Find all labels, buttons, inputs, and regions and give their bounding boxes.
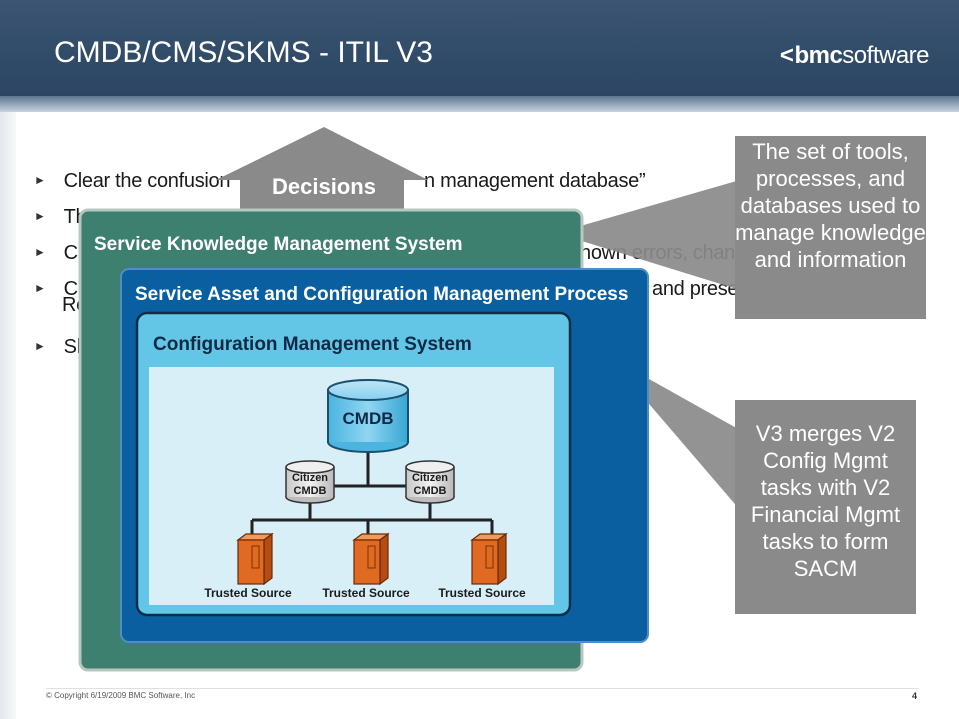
trusted-source-server-icon bbox=[236, 532, 274, 586]
slide-header bbox=[0, 0, 959, 112]
bullet-arrow-icon: ► bbox=[34, 281, 46, 295]
bullet-fragment-management-database: n management database” bbox=[424, 170, 646, 192]
page-number: 4 bbox=[912, 691, 918, 701]
left-stripe bbox=[0, 112, 16, 719]
citizen-cmdb-label-line1: Citizen bbox=[412, 472, 448, 484]
citizen-cmdb-label-line2: CMDB bbox=[414, 485, 447, 497]
cms-label: Configuration Management System bbox=[153, 334, 472, 355]
trusted-source-label: Trusted Source bbox=[322, 586, 410, 600]
decisions-arrow bbox=[216, 127, 428, 212]
citizen-cmdb-cylinder-icon bbox=[285, 460, 335, 504]
note-skms-definition: The set of tools, processes, and databas… bbox=[735, 136, 926, 319]
trusted-source-label: Trusted Source bbox=[204, 586, 292, 600]
logo-bmc-text: bmc bbox=[794, 42, 843, 69]
bullet-text: Cl bbox=[63, 278, 83, 300]
footer-copyright: © Copyright 6/19/2009 BMC Software, Inc bbox=[46, 691, 196, 700]
decisions-label: Decisions bbox=[272, 174, 376, 199]
cmdb-cylinder-icon bbox=[327, 379, 409, 453]
bullet-item: ► Cl bbox=[34, 242, 82, 265]
bullet-item: ► Clear the confusion bbox=[34, 170, 231, 193]
skms-label: Service Knowledge Management System bbox=[94, 234, 463, 255]
citizen-cmdb-cylinder-icon bbox=[405, 460, 455, 504]
trusted-source-server-icon bbox=[470, 532, 508, 586]
slide-title: CMDB/CMS/SKMS - ITIL V3 bbox=[54, 36, 433, 69]
logo-mark-icon: < bbox=[779, 42, 794, 69]
bmc-software-logo: <bmcsoftware bbox=[779, 42, 930, 70]
citizen-cmdb-label-line1: Citizen bbox=[292, 472, 328, 484]
trusted-source-label: Trusted Source bbox=[438, 586, 526, 600]
trusted-source-server-icon bbox=[352, 532, 390, 586]
citizen-cmdb-label-line2: CMDB bbox=[294, 485, 327, 497]
bullet-arrow-icon: ► bbox=[34, 173, 46, 187]
bullet-arrow-icon: ► bbox=[34, 339, 46, 353]
bullet-text: Cl bbox=[63, 242, 83, 264]
callout-pointer-skms bbox=[556, 180, 740, 290]
bullet-arrow-icon: ► bbox=[34, 209, 46, 223]
sacm-label: Service Asset and Configuration Manageme… bbox=[135, 284, 628, 305]
logo-software-text: software bbox=[842, 42, 929, 69]
bullet-item: ► Cl bbox=[34, 278, 82, 301]
bullet-text: Clear the confusion bbox=[63, 170, 231, 192]
footer-divider bbox=[46, 688, 918, 689]
note-sacm-definition: V3 merges V2 Config Mgmt tasks with V2 F… bbox=[735, 400, 916, 614]
bullet-arrow-icon: ► bbox=[34, 245, 46, 259]
header-band bbox=[0, 96, 959, 112]
cmdb-label: CMDB bbox=[343, 409, 394, 428]
